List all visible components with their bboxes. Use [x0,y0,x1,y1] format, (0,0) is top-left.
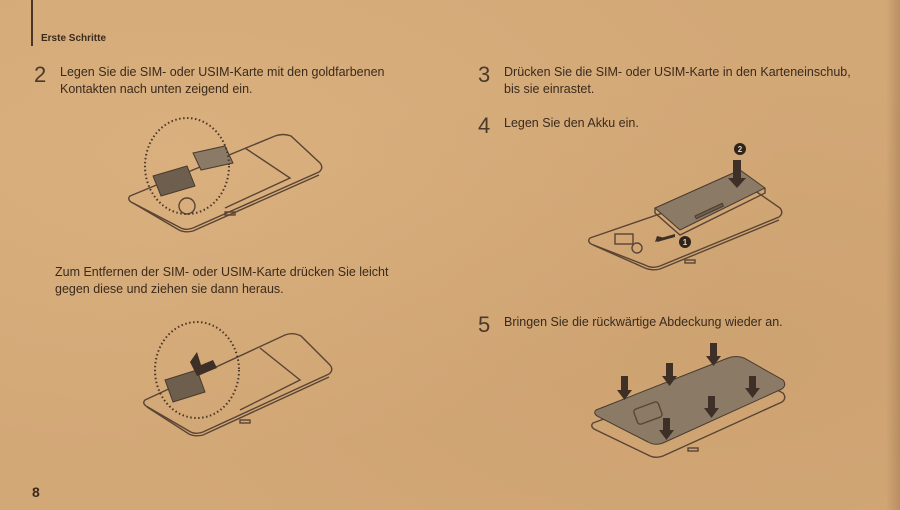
step-4: 4 Legen Sie den Akku ein. [478,115,639,137]
step-text-line: Kontakten nach unten zeigend ein. [60,82,253,96]
section-title: Erste Schritte [41,33,107,44]
back-cover-attach-illustration [588,338,798,468]
step-number: 3 [478,62,491,87]
step-text-line: bis sie einrastet. [504,82,595,96]
sim-card-remove-illustration [135,310,340,445]
note-text-line: Zum Entfernen der SIM- oder USIM-Karte d… [55,265,389,279]
svg-text:1: 1 [683,238,688,247]
svg-text:2: 2 [738,145,743,154]
battery-insert-illustration: 1 2 [585,138,795,278]
section-marker-bar [31,0,33,46]
callout-1-badge [679,236,691,248]
callout-2-badge [734,143,746,155]
step-text: Legen Sie die SIM- oder USIM-Karte mit d… [60,64,384,98]
step-text: Bringen Sie die rückwärtige Abdeckung wi… [504,314,783,331]
step-number: 5 [478,312,491,337]
step-number: 4 [478,113,491,138]
step-3: 3 Drücken Sie die SIM- oder USIM-Karte i… [478,64,851,98]
step-text-line: Drücken Sie die SIM- oder USIM-Karte in … [504,65,851,79]
step-text-line: Legen Sie die SIM- oder USIM-Karte mit d… [60,65,385,79]
page-number: 8 [32,484,40,500]
step-number: 2 [34,62,47,87]
step-text-line: Bringen Sie die rückwärtige Abdeckung wi… [504,315,783,329]
step-text: Drücken Sie die SIM- oder USIM-Karte in … [504,64,851,98]
step-text-line: Legen Sie den Akku ein. [504,116,639,130]
remove-sim-note: Zum Entfernen der SIM- oder USIM-Karte d… [55,264,388,298]
page-edge-shadow [886,0,900,510]
step-5: 5 Bringen Sie die rückwärtige Abdeckung … [478,314,783,336]
step-text: Legen Sie den Akku ein. [504,115,639,132]
step-2: 2 Legen Sie die SIM- oder USIM-Karte mit… [34,64,384,98]
note-text-line: gegen diese und ziehen sie dann heraus. [55,282,284,296]
sim-card-insert-illustration [125,108,335,238]
